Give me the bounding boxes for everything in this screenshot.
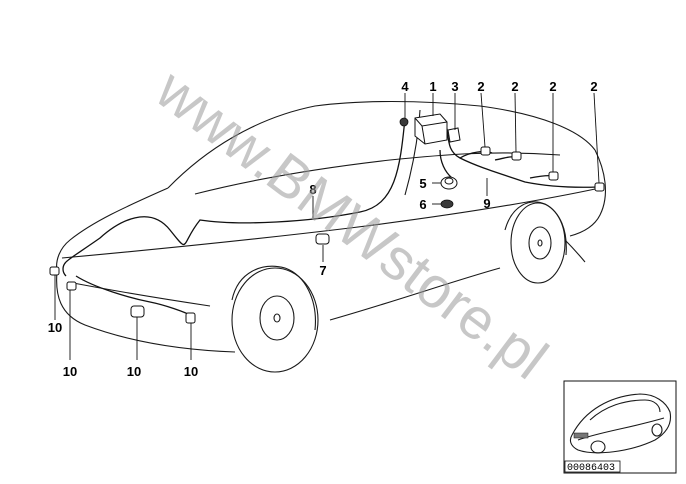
callout-5: 5 <box>419 176 426 191</box>
control-unit[interactable] <box>414 113 448 145</box>
thumbnail-box[interactable]: 00086403 <box>563 380 677 474</box>
callout-8: 8 <box>309 182 316 197</box>
callout-9: 9 <box>483 196 490 211</box>
callout-2-d: 2 <box>590 79 597 94</box>
sensor-front-3[interactable] <box>130 305 145 318</box>
wiring-harness-front <box>62 117 406 317</box>
callout-10-d: 10 <box>184 364 198 379</box>
clip-part[interactable] <box>399 117 409 127</box>
callout-numbers: 4 1 3 2 2 2 2 5 6 9 8 7 10 10 10 10 <box>48 79 598 379</box>
sensor-rear-2[interactable] <box>511 151 522 161</box>
grommet-part[interactable] <box>440 199 454 209</box>
watermark-text: www.BMWstore.pl <box>143 56 559 392</box>
sensor-front-4[interactable] <box>185 312 196 324</box>
front-wheel <box>231 265 319 373</box>
callout-2-a: 2 <box>477 79 484 94</box>
bracket-part[interactable] <box>447 127 461 143</box>
callout-10-b: 10 <box>63 364 77 379</box>
callout-2-b: 2 <box>511 79 518 94</box>
thumbnail-car-icon <box>569 393 672 454</box>
connector-part[interactable] <box>315 233 330 245</box>
callout-3: 3 <box>451 79 458 94</box>
sensor-front-2[interactable] <box>66 281 77 291</box>
sensor-rear-1[interactable] <box>480 146 491 156</box>
speaker-part[interactable] <box>440 176 458 190</box>
sensor-front-1[interactable] <box>49 266 60 276</box>
callout-10-c: 10 <box>127 364 141 379</box>
car-body-outline <box>56 100 606 353</box>
callout-4: 4 <box>401 79 409 94</box>
sensor-rear-4[interactable] <box>594 182 605 192</box>
callout-6: 6 <box>419 197 426 212</box>
callout-7: 7 <box>319 263 326 278</box>
callout-1: 1 <box>429 79 436 94</box>
sensor-rear-3[interactable] <box>548 171 559 181</box>
thumbnail-reference-number: 00086403 <box>567 463 615 474</box>
callout-2-c: 2 <box>549 79 556 94</box>
callout-10-a: 10 <box>48 320 62 335</box>
leader-lines <box>54 92 600 360</box>
rear-wheel <box>504 201 567 284</box>
